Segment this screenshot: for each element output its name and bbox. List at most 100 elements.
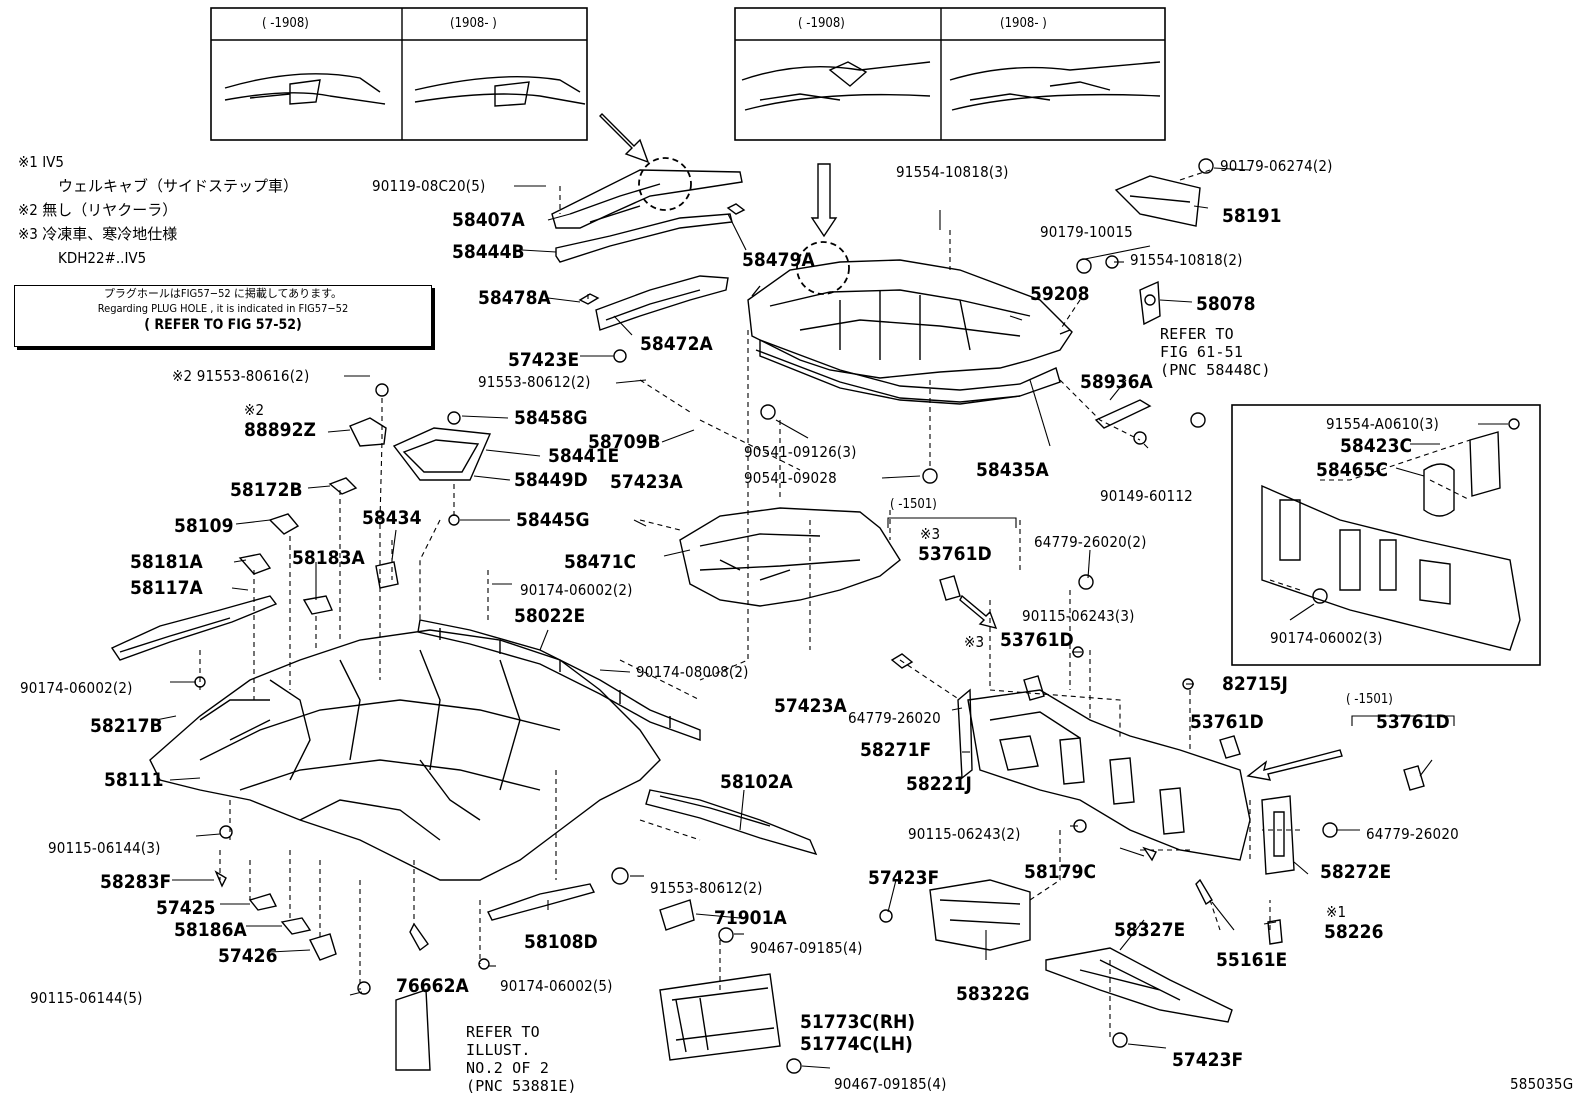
bracket-58191 — [1114, 158, 1214, 227]
part-label-57423f-b[interactable]: 57423F — [1172, 1049, 1244, 1071]
part-label-58441e[interactable]: 58441E — [548, 445, 620, 467]
part-label-91554-a0610[interactable]: 91554-A0610(3) — [1326, 415, 1439, 433]
insulator-58441e — [392, 411, 492, 526]
part-label-90149-60112[interactable]: 90149-60112 — [1100, 487, 1193, 505]
part-label-58078[interactable]: 58078 — [1196, 293, 1256, 315]
part-label-58186a[interactable]: 58186A — [174, 919, 247, 941]
part-label-53761d-a[interactable]: 53761D — [918, 543, 992, 565]
part-label-64779-26020-c[interactable]: 64779-26020 — [1366, 825, 1459, 843]
part-label-59208[interactable]: 59208 — [1030, 283, 1090, 305]
part-label-53761d-c[interactable]: 53761D — [1190, 711, 1264, 733]
part-label-90115-06144-a[interactable]: 90115-06144(3) — [48, 839, 161, 857]
part-label-82715j[interactable]: 82715J — [1222, 673, 1288, 695]
part-label-58221j[interactable]: 58221J — [906, 773, 972, 795]
part-label-58272e[interactable]: 58272E — [1320, 861, 1392, 883]
part-label-58322g[interactable]: 58322G — [956, 983, 1030, 1005]
part-label-64779-26020-b[interactable]: 64779-26020 — [848, 709, 941, 727]
part-label-55161e[interactable]: 55161E — [1216, 949, 1288, 971]
part-label-58217b[interactable]: 58217B — [90, 715, 163, 737]
small-brackets-left — [194, 477, 490, 995]
part-label-58111[interactable]: 58111 — [104, 769, 164, 791]
part-label-57423a-mid[interactable]: 57423A — [774, 695, 847, 717]
part-label-58458g[interactable]: 58458G — [514, 407, 588, 429]
diagram-id: 585035G — [1510, 1075, 1574, 1093]
part-label-58445g[interactable]: 58445G — [516, 509, 590, 531]
part-label-58465c[interactable]: 58465C — [1316, 459, 1389, 481]
part-label-90174-06002-d[interactable]: 90174-06002(3) — [1270, 629, 1383, 647]
part-label-91554-10818-a[interactable]: 91554-10818(3) — [896, 163, 1009, 181]
part-label-58181a[interactable]: 58181A — [130, 551, 203, 573]
arrow-mid — [810, 163, 838, 238]
legend-note-3: ※3 冷凍車、寒冷地仕様 — [18, 225, 178, 243]
part-label-90174-06002-c[interactable]: 90174-06002(5) — [500, 977, 613, 995]
part-label-90541-09126[interactable]: 90541-09126(3) — [744, 443, 857, 461]
part-label-58179c[interactable]: 58179C — [1024, 861, 1097, 883]
part-label-90119-08c20[interactable]: 90119-08C20(5) — [372, 177, 486, 195]
part-label-90467-09185-a[interactable]: 90467-09185(4) — [750, 939, 863, 957]
part-label-90467-09185-b[interactable]: 90467-09185(4) — [834, 1075, 947, 1093]
part-label-58191[interactable]: 58191 — [1222, 205, 1282, 227]
part-label-88892z[interactable]: 88892Z — [244, 419, 316, 441]
part-label-64779-26020-a[interactable]: 64779-26020(2) — [1034, 533, 1147, 551]
part-label-76662a[interactable]: 76662A — [396, 975, 469, 997]
part-label-91553-80612-b[interactable]: 91553-80612(2) — [650, 879, 763, 897]
rocker-51773c — [395, 927, 802, 1074]
part-label-58117a[interactable]: 58117A — [130, 577, 203, 599]
part-label-91553-80616[interactable]: ※2 91553-80616(2) — [172, 367, 310, 385]
part-label-57425[interactable]: 57425 — [156, 897, 216, 919]
part-label-58226[interactable]: 58226 — [1324, 921, 1384, 943]
detail-circle-1 — [638, 157, 692, 211]
cover-58322g — [879, 879, 1031, 951]
part-label-58478a[interactable]: 58478A — [478, 287, 551, 309]
part-label-90541-09028[interactable]: 90541-09028 — [744, 469, 837, 487]
part-label-58327e[interactable]: 58327E — [1114, 919, 1186, 941]
part-label-90179-10015[interactable]: 90179-10015 — [1040, 223, 1133, 241]
part-label-90174-08008[interactable]: 90174-08008(2) — [636, 663, 749, 681]
part-label-58183a[interactable]: 58183A — [292, 547, 365, 569]
part-label-58471c[interactable]: 58471C — [564, 551, 637, 573]
inset-right-caption-b: (1908- ) — [1000, 16, 1047, 31]
part-label-58109[interactable]: 58109 — [174, 515, 234, 537]
part-label-90115-06243-b[interactable]: 90115-06243(2) — [908, 825, 1021, 843]
part-label-91553-80612-a[interactable]: 91553-80612(2) — [478, 373, 591, 391]
floor-pan-59208 — [747, 259, 1073, 484]
part-label-51773c[interactable]: 51773C(RH) — [800, 1011, 916, 1033]
part-label-90115-06243-a[interactable]: 90115-06243(3) — [1022, 607, 1135, 625]
part-label-53761d-d[interactable]: 53761D — [1376, 711, 1450, 733]
legend-note-2: ※2 無し（リヤクーラ） — [18, 201, 178, 219]
part-label-90179-06274[interactable]: 90179-06274(2) — [1220, 157, 1333, 175]
part-label-58435a[interactable]: 58435A — [976, 459, 1049, 481]
part-label-57423e[interactable]: 57423E — [508, 349, 580, 371]
part-label-58444b[interactable]: 58444B — [452, 241, 525, 263]
part-label-58172b[interactable]: 58172B — [230, 479, 303, 501]
part-label-51774c[interactable]: 51774C(LH) — [800, 1033, 913, 1055]
member-58108d — [487, 883, 596, 921]
bracket-71901a — [611, 867, 695, 931]
part-label-57426[interactable]: 57426 — [218, 945, 278, 967]
part-label-58102a[interactable]: 58102A — [720, 771, 793, 793]
part-label-57423f-a[interactable]: 57423F — [868, 867, 940, 889]
part-label-58022e[interactable]: 58022E — [514, 605, 586, 627]
part-label-58472a[interactable]: 58472A — [640, 333, 713, 355]
part-label-58434[interactable]: 58434 — [362, 507, 422, 529]
part-label-58283f[interactable]: 58283F — [100, 871, 172, 893]
part-label-58936a[interactable]: 58936A — [1080, 371, 1153, 393]
part-label-71901a[interactable]: 71901A — [714, 907, 787, 929]
part-label-57423a-top[interactable]: 57423A — [610, 471, 683, 493]
part-label-58108d[interactable]: 58108D — [524, 931, 598, 953]
part-label-90174-06002-a[interactable]: 90174-06002(2) — [520, 581, 633, 599]
part-label-58449d[interactable]: 58449D — [514, 469, 588, 491]
bracket-58078 — [1076, 255, 1206, 428]
part-label-90115-06144-b[interactable]: 90115-06144(5) — [30, 989, 143, 1007]
refer-illust-line4: (PNC 53881E) — [466, 1077, 577, 1095]
part-label-58271f[interactable]: 58271F — [860, 739, 932, 761]
part-label-58423c[interactable]: 58423C — [1340, 435, 1413, 457]
part-label-91554-10818-b[interactable]: 91554-10818(2) — [1130, 251, 1243, 269]
member-58102a — [645, 789, 818, 856]
member-58472a — [578, 275, 729, 363]
part-label-58709b[interactable]: 58709B — [588, 431, 661, 453]
part-label-53761d-b[interactable]: 53761D — [1000, 629, 1074, 651]
part-label-90174-06002-b[interactable]: 90174-06002(2) — [20, 679, 133, 697]
part-label-58407a[interactable]: 58407A — [452, 209, 525, 231]
part-label-58479a[interactable]: 58479A — [742, 249, 815, 271]
